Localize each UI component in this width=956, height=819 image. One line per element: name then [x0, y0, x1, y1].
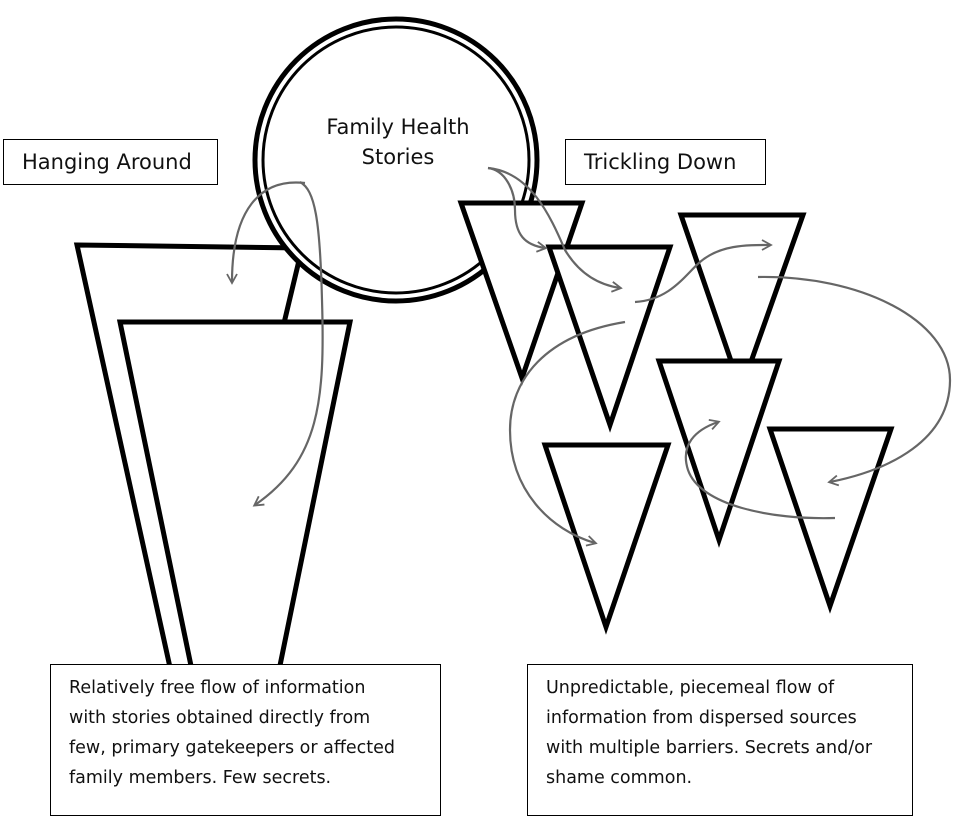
arrow-triangle-5-to-triangle-4: [684, 419, 836, 520]
hanging-around-desc-line-4: family members. Few secrets.: [69, 768, 332, 788]
hanging-around-label-box: Hanging Around: [3, 139, 218, 185]
trickling-down-desc-line-3: with multiple barriers. Secrets and/or: [546, 738, 873, 758]
trickle-triangle-6: [541, 442, 672, 635]
trickling-down-desc-line-1: Unpredictable, piecemeal flow of: [546, 678, 835, 698]
circle-label-line-2: Stories: [361, 145, 435, 169]
trickle-triangle-4: [655, 358, 783, 548]
arrow-triangle-2-to-triangle-3: [634, 239, 773, 304]
arrow-circle-down-left-funnel: [252, 181, 324, 507]
trickling-down-desc-line-2: information from dispersed sources: [546, 708, 857, 728]
hanging-around-label: Hanging Around: [22, 149, 192, 174]
trickle-triangle-3: [677, 212, 807, 398]
arrow-circle-to-left-funnel: [226, 181, 306, 285]
hanging-around-desc-line-1: Relatively free flow of information: [69, 678, 366, 698]
hanging-around-description-box: Relatively free flow of information with…: [50, 664, 441, 816]
arrow-circle-to-triangle-2: [487, 166, 623, 293]
arrow-circle-to-triangle-1: [487, 166, 548, 253]
trickle-triangle-2: [545, 244, 674, 433]
trickling-down-label: Trickling Down: [584, 149, 737, 174]
family-health-stories-circle-inner: [261, 25, 531, 295]
trickling-down-label-box: Trickling Down: [565, 139, 766, 185]
arrow-triangle-2-to-triangle-6: [508, 320, 626, 547]
trickling-down-desc-line-4: shame common.: [546, 768, 693, 788]
circle-label-line-1: Family Health: [326, 115, 470, 139]
trickling-down-description-box: Unpredictable, piecemeal flow of informa…: [527, 664, 913, 816]
arrow-triangle-3-loop-to-triangle-5: [757, 275, 952, 487]
hanging-around-desc-line-3: few, primary gatekeepers or affected: [69, 738, 396, 758]
hanging-around-desc-line-2: with stories obtained directly from: [69, 708, 371, 728]
family-health-stories-label: Family Health Stories: [292, 112, 504, 172]
